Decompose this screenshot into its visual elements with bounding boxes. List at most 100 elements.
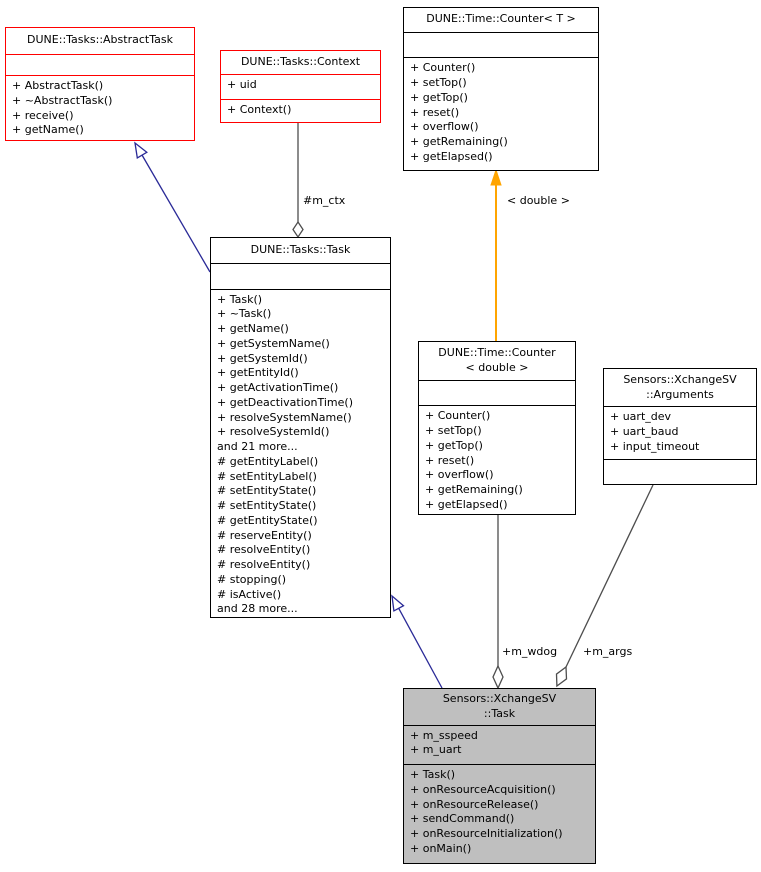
method-row: # stopping() [217, 572, 287, 586]
method-row: # getEntityState() [217, 513, 318, 527]
edge-template-instance-double [490, 168, 502, 341]
method-row: + getName() [12, 123, 84, 137]
class-box-sensors-xchangesv-arguments[interactable]: Sensors::XchangeSV::Arguments + uart_dev… [603, 368, 757, 485]
method-row: + ~AbstractTask() [12, 93, 113, 107]
method-row: + getElapsed() [425, 497, 508, 511]
edge-label-m-ctx: #m_ctx [303, 194, 346, 207]
class-title: DUNE::Tasks::Task [211, 238, 390, 263]
method-row: + setTop() [425, 424, 482, 438]
method-row: + getRemaining() [410, 135, 508, 149]
method-row: # resolveEntity() [217, 558, 311, 572]
attribute-row: + uid [227, 78, 257, 92]
method-row: + Task() [217, 292, 263, 306]
class-title-line: DUNE::Tasks::Task [250, 243, 351, 257]
class-title-line: DUNE::Tasks::Context [240, 55, 361, 69]
open-diamond [292, 220, 304, 239]
class-methods: + Task()+ onResourceAcquisition()+ onRes… [404, 764, 595, 864]
class-box-dune-time-counter-double[interactable]: DUNE::Time::Counter< double > + Counter(… [418, 341, 576, 515]
attribute-row: + uart_baud [610, 425, 679, 439]
method-row: + getDeactivationTime() [217, 395, 353, 409]
class-title-line: DUNE::Tasks::AbstractTask [27, 33, 173, 47]
method-row: + getSystemName() [217, 336, 330, 350]
class-title: DUNE::Tasks::Context [221, 51, 380, 74]
method-row: # isActive() [217, 587, 282, 601]
method-row: + resolveSystemName() [217, 410, 352, 424]
method-row: + getTop() [410, 90, 468, 104]
method-row: # setEntityLabel() [217, 469, 317, 483]
method-row: # getEntityLabel() [217, 454, 319, 468]
class-title: Sensors::XchangeSV::Task [404, 689, 595, 725]
edge-label-m-wdog: +m_wdog [502, 645, 558, 658]
class-title-line: DUNE::Time::Counter< T > [426, 12, 576, 26]
method-row: + getSystemId() [217, 351, 308, 365]
class-box-sensors-xchangesv-task[interactable]: Sensors::XchangeSV::Task + m_sspeed+ m_u… [403, 688, 596, 864]
method-row: + onResourceInitialization() [410, 827, 563, 841]
class-attributes [404, 31, 598, 58]
class-title: Sensors::XchangeSV::Arguments [604, 369, 756, 406]
edge-inheritance-xchangetask-to-task [391, 594, 443, 689]
class-attributes: + m_sspeed+ m_uart [404, 724, 595, 765]
class-title-line: Sensors::XchangeSV [623, 372, 737, 386]
method-row: + Counter() [410, 61, 476, 75]
method-row: + receive() [12, 108, 74, 122]
class-methods: + AbstractTask()+ ~AbstractTask()+ recei… [6, 75, 194, 140]
class-attributes: + uart_dev+ uart_baud+ input_timeout [604, 406, 756, 459]
class-box-dune-tasks-abstracttask[interactable]: DUNE::Tasks::AbstractTask + AbstractTask… [5, 27, 195, 141]
method-row: + getRemaining() [425, 483, 523, 497]
method-row: and 28 more... [217, 602, 298, 616]
attribute-row: + input_timeout [610, 439, 700, 453]
class-title-line: Sensors::XchangeSV [442, 692, 557, 706]
edge-inheritance-task-to-abstracttask [134, 141, 211, 273]
class-title-line: DUNE::Time::Counter [438, 346, 556, 360]
class-methods [604, 459, 756, 484]
edge-aggregation-m-args [555, 484, 654, 688]
class-title-line: < double > [465, 360, 529, 374]
method-row: + overflow() [410, 120, 479, 134]
open-diamond [492, 664, 504, 690]
method-row: + getName() [217, 322, 289, 336]
edge-label-m-args: +m_args [583, 645, 633, 658]
class-attributes [6, 53, 194, 76]
class-box-dune-time-counter-t[interactable]: DUNE::Time::Counter< T > + Counter()+ se… [403, 7, 599, 171]
class-attributes [211, 262, 390, 289]
method-row: + overflow() [425, 468, 494, 482]
class-box-dune-tasks-task[interactable]: DUNE::Tasks::Task + Task()+ ~Task()+ get… [210, 237, 391, 618]
method-row: + reset() [425, 453, 475, 467]
method-row: + onMain() [410, 841, 472, 855]
method-row: + getTop() [425, 438, 483, 452]
method-row: + reset() [410, 105, 460, 119]
class-methods: + Counter()+ setTop()+ getTop()+ reset()… [419, 405, 575, 514]
class-attributes: + uid [221, 74, 380, 98]
class-title-line: ::Arguments [646, 387, 714, 401]
method-row: # reserveEntity() [217, 528, 312, 542]
class-methods: + Task()+ ~Task()+ getName()+ getSystemN… [211, 288, 390, 617]
method-row: + Context() [227, 102, 292, 116]
class-methods: + Context() [221, 98, 380, 122]
method-row: # resolveEntity() [217, 543, 311, 557]
method-row: + getActivationTime() [217, 381, 339, 395]
method-row: + ~Task() [217, 307, 272, 321]
method-row: and 21 more... [217, 440, 298, 454]
class-title: DUNE::Time::Counter< double > [419, 342, 575, 380]
class-title-line: ::Task [483, 706, 516, 720]
class-title: DUNE::Time::Counter< T > [404, 8, 598, 32]
method-row: + AbstractTask() [12, 79, 104, 93]
hollow-triangle-arrowhead [134, 141, 148, 159]
edge-aggregation-m-wdog [492, 515, 504, 690]
class-box-dune-tasks-context[interactable]: DUNE::Tasks::Context + uid + Context() [220, 50, 381, 123]
method-row: + setTop() [410, 76, 467, 90]
class-title: DUNE::Tasks::AbstractTask [6, 28, 194, 54]
class-methods: + Counter()+ setTop()+ getTop()+ reset()… [404, 57, 598, 170]
method-row: + Task() [410, 768, 456, 782]
open-diamond [555, 665, 568, 688]
attribute-row: + m_uart [410, 743, 462, 757]
method-row: # setEntityState() [217, 484, 317, 498]
class-attributes [419, 379, 575, 406]
hollow-triangle-arrowhead [391, 594, 405, 612]
method-row: + getEntityId() [217, 366, 299, 380]
filled-arrowhead [490, 168, 502, 186]
edge-label-template-double: < double > [507, 194, 570, 207]
method-row: + sendCommand() [410, 812, 515, 826]
